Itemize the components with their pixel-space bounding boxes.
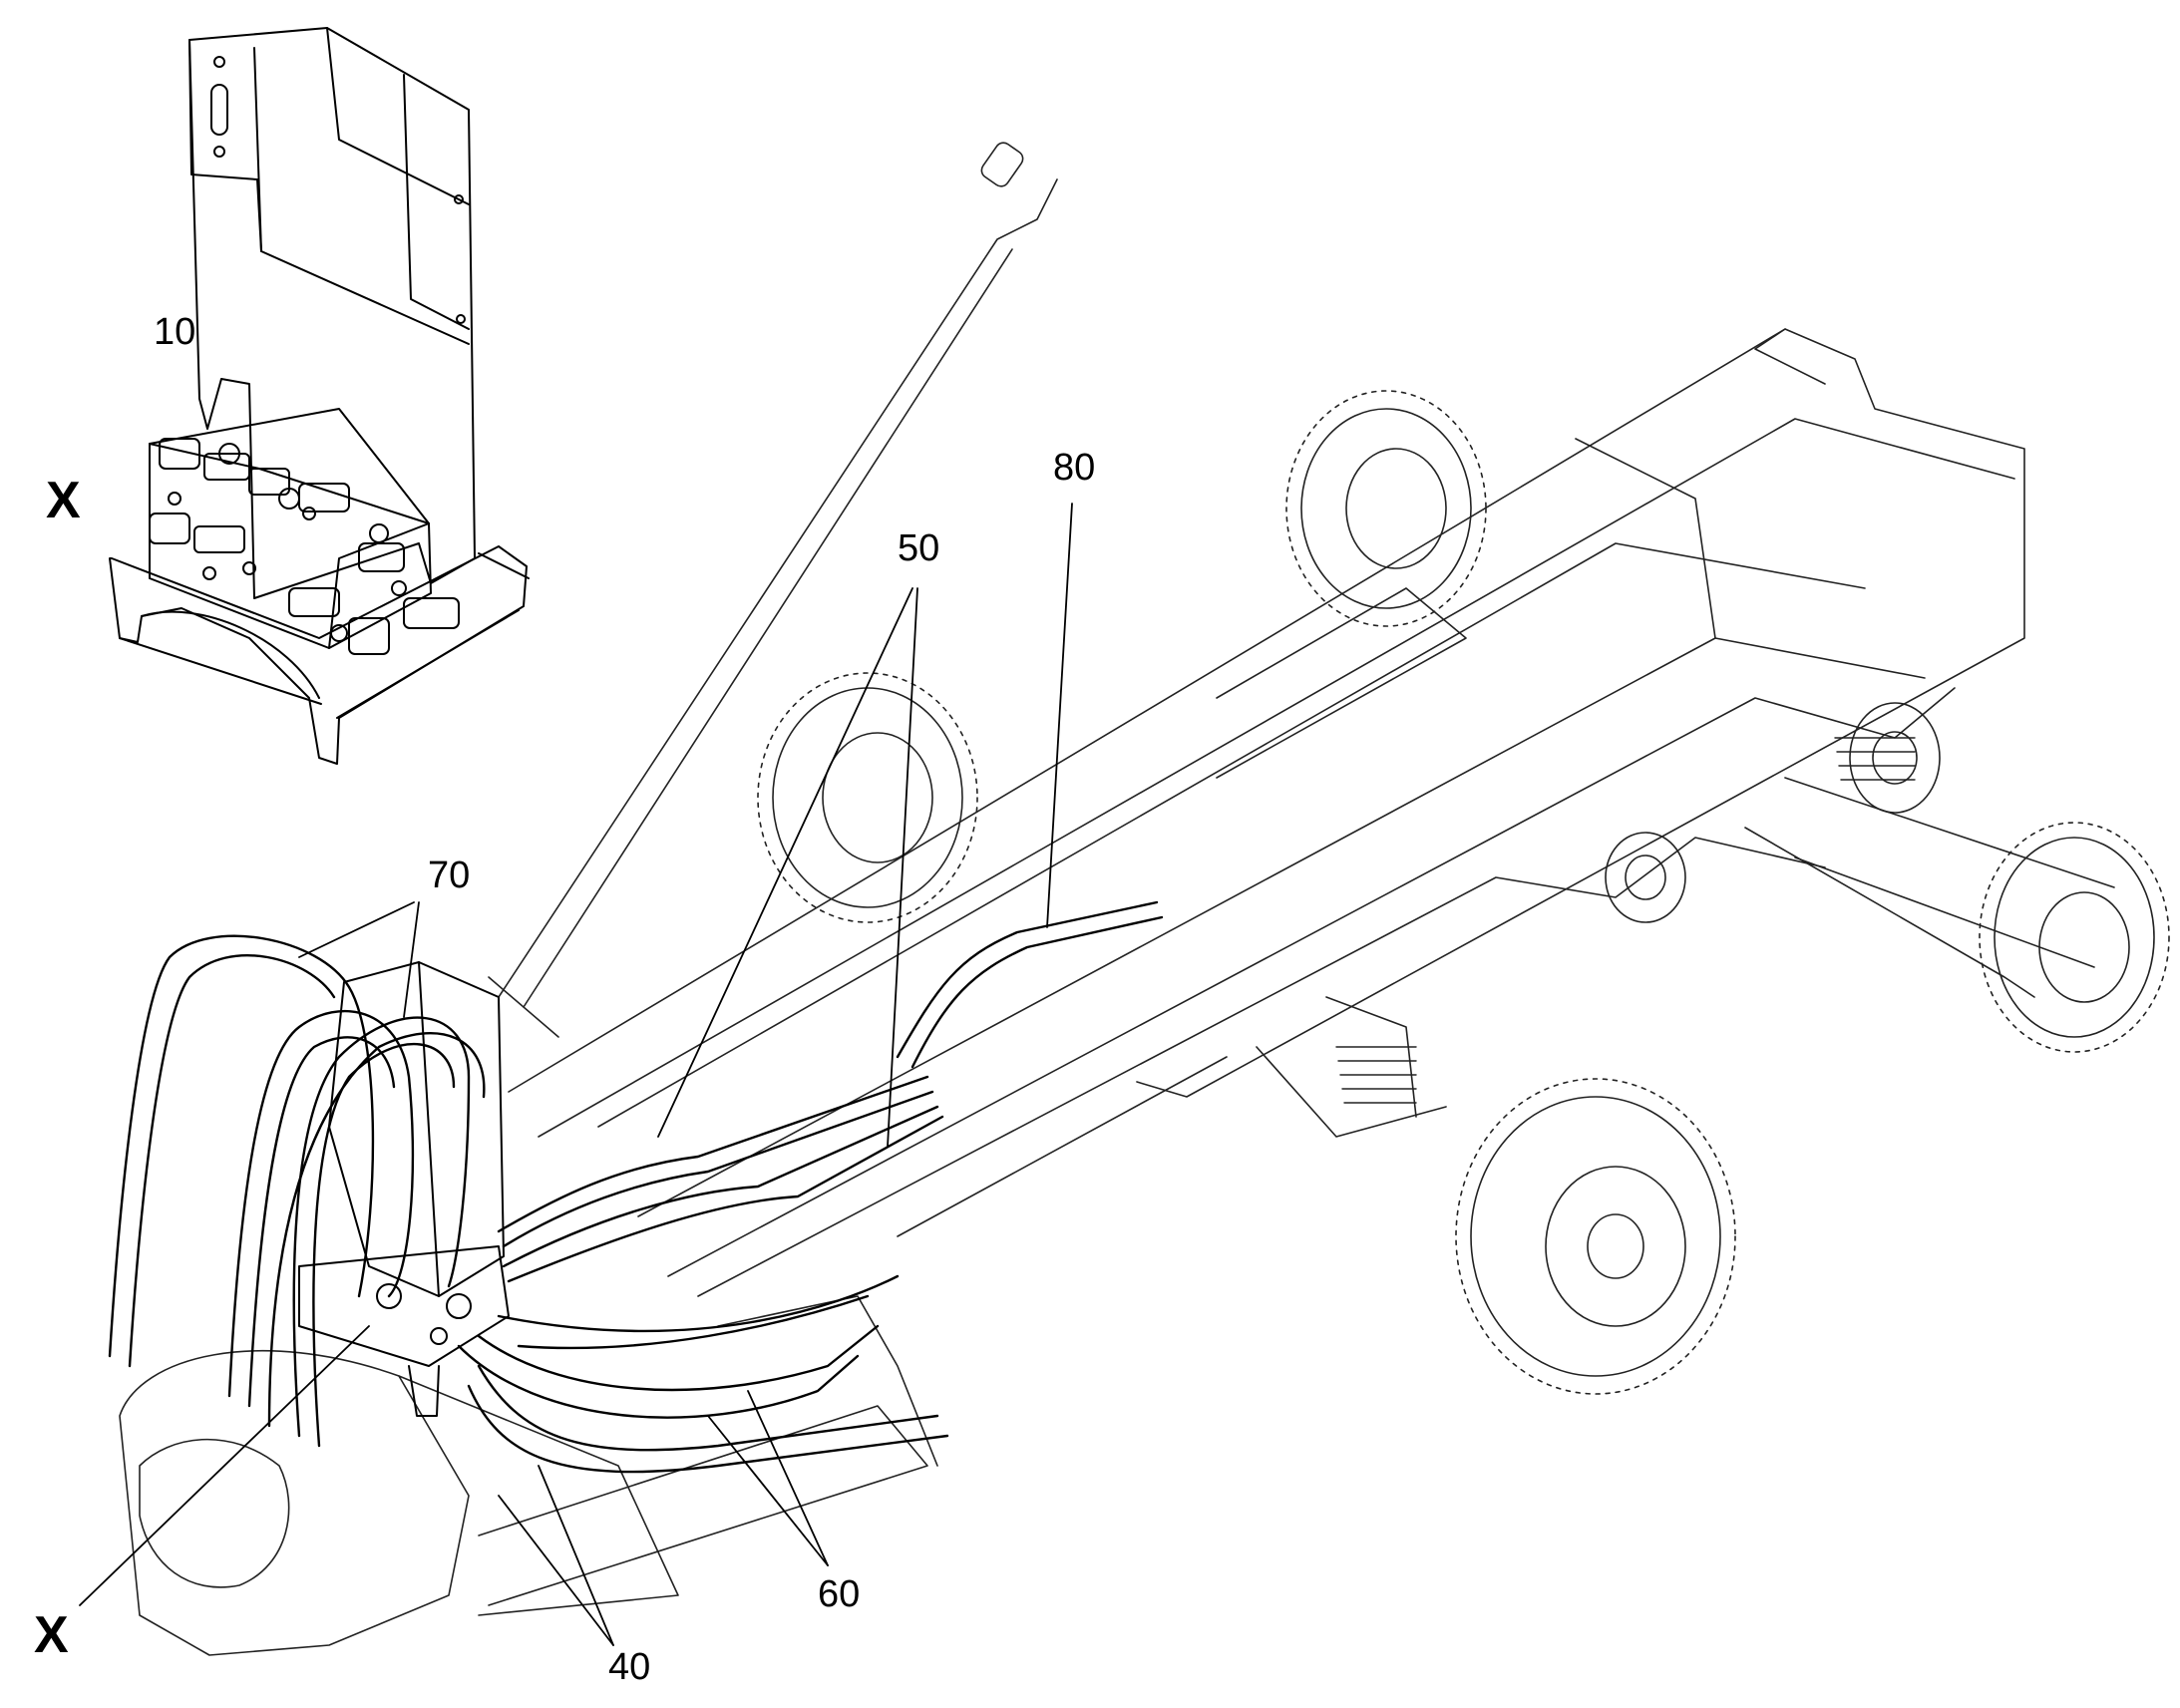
leader-70-a bbox=[298, 901, 415, 958]
callout-40: 40 bbox=[608, 1646, 651, 1688]
leader-50-a bbox=[657, 587, 913, 1138]
wheel-hubs bbox=[757, 390, 2170, 1395]
leader-50-b bbox=[887, 587, 918, 1148]
inset-detail-x bbox=[109, 27, 530, 765]
valve-bracket bbox=[298, 961, 510, 1417]
callout-60: 60 bbox=[818, 1573, 861, 1615]
chassis-frame bbox=[119, 142, 2115, 1656]
leader-60-b bbox=[747, 1390, 829, 1566]
leader-70-b bbox=[403, 901, 420, 1018]
leader-80 bbox=[1046, 503, 1073, 928]
detail-x-pointer-label: X bbox=[34, 1606, 69, 1664]
hydraulic-hoses bbox=[108, 900, 1164, 1474]
leader-x bbox=[79, 1325, 370, 1606]
leader-40-b bbox=[498, 1495, 614, 1646]
leader-lines bbox=[79, 503, 1073, 1646]
callout-70: 70 bbox=[428, 854, 471, 896]
leader-40-a bbox=[538, 1465, 614, 1646]
callout-10: 10 bbox=[154, 311, 196, 353]
suspension-springs bbox=[1335, 737, 1916, 1104]
leader-60-a bbox=[707, 1415, 829, 1566]
detail-x-inset-label: X bbox=[46, 472, 81, 529]
callout-80: 80 bbox=[1053, 447, 1096, 489]
callout-50: 50 bbox=[898, 527, 940, 569]
inset-fittings bbox=[149, 438, 460, 655]
